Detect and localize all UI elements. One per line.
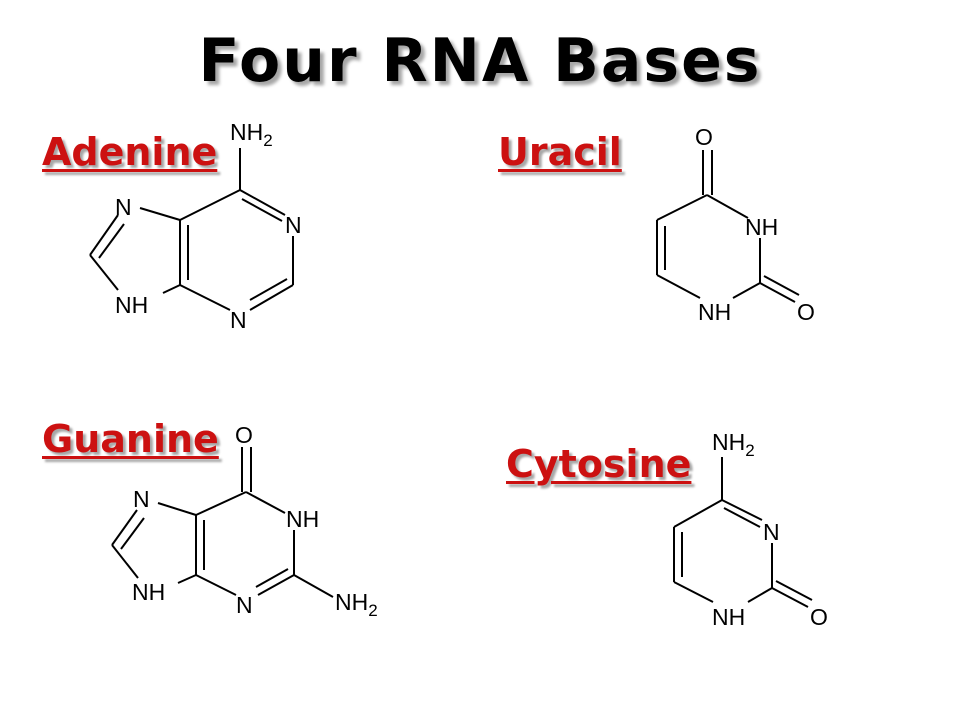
adenine-n7-atom: N	[115, 194, 132, 220]
uracil-o2-atom: O	[797, 299, 815, 325]
guanine-bond-c6-n1	[245, 491, 286, 514]
uracil-structure: O NH NH O	[656, 124, 815, 325]
guanine-n3-atom: N	[236, 592, 253, 618]
uracil-bond-c4-n3	[706, 194, 749, 219]
guanine-bond-c2-n3	[257, 574, 295, 596]
adenine-bond-c6-n1	[239, 189, 286, 216]
adenine-nh2-atom: NH2	[230, 119, 273, 150]
guanine-structure: O NH N NH N NH2	[111, 422, 378, 620]
uracil-bond-c2-o-double	[763, 275, 800, 296]
cytosine-label: Cytosine	[506, 442, 692, 486]
guanine-bond-c5-n7	[157, 502, 197, 516]
cytosine-bond-c2-o	[771, 587, 809, 608]
uracil-nh3-atom: NH	[745, 214, 778, 240]
adenine-label: Adenine	[42, 130, 218, 174]
guanine-bond-c2-n3-double	[255, 568, 289, 588]
cytosine-nh2-atom: NH2	[712, 429, 755, 460]
guanine-nh2-atom: NH2	[335, 589, 378, 620]
uracil-o4-atom: O	[695, 124, 713, 150]
guanine-label: Guanine	[42, 417, 219, 461]
cytosine-structure: NH2 N NH O	[673, 429, 828, 630]
guanine-n7-atom: N	[133, 486, 150, 512]
cytosine-bond-c4-n3	[721, 499, 763, 521]
cytosine-bond-c4-n3-double	[723, 507, 761, 528]
adenine-bond-c2-n3	[249, 284, 294, 311]
adenine-n3-atom: N	[230, 307, 247, 333]
adenine-bond-c2-n3-double	[249, 278, 288, 301]
guanine-o6-atom: O	[235, 422, 253, 448]
adenine-bond-n7-c8	[89, 214, 119, 256]
uracil-bond-c2-n1	[732, 282, 761, 299]
guanine-bond-n9-c4	[177, 574, 197, 584]
guanine-nh9-atom: NH	[132, 579, 165, 605]
uracil-bond-n1-c6	[656, 274, 701, 299]
guanine-bond-n7-c8-double	[120, 517, 145, 550]
guanine-bond-n7-c8	[111, 509, 138, 546]
cytosine-o2-atom: O	[810, 604, 828, 630]
adenine-bond-c8-n9	[89, 254, 119, 291]
adenine-bond-c6-n1-double	[241, 198, 283, 222]
adenine-n1-atom: N	[285, 212, 302, 238]
guanine-bond-c8-n9	[111, 544, 139, 579]
page-title: Four RNA Bases	[198, 26, 762, 96]
guanine-bond-c5-c6	[195, 491, 247, 516]
adenine-nh9-atom: NH	[115, 292, 148, 318]
guanine-bond-c2-nh2	[293, 574, 334, 598]
adenine-bond-n9-c4	[162, 284, 181, 294]
adenine-bond-n7-c8-double	[98, 223, 125, 259]
cytosine-bond-c2-n1	[747, 587, 773, 603]
uracil-bond-c2-o	[759, 282, 796, 303]
cytosine-nh1-atom: NH	[712, 604, 745, 630]
uracil-nh1-atom: NH	[698, 299, 731, 325]
uracil-label: Uracil	[498, 130, 622, 174]
uracil-bond-c5-c4	[656, 194, 708, 221]
adenine-structure: NH2 N N N NH	[89, 119, 302, 333]
guanine-bond-n3-c4	[195, 574, 237, 596]
cytosine-bond-n1-c6	[673, 581, 714, 603]
adenine-bond-c5-n7	[139, 207, 181, 221]
guanine-nh1-atom: NH	[286, 506, 319, 532]
cytosine-bond-c5-c4	[673, 499, 723, 528]
adenine-bond-c5-c6	[179, 189, 241, 221]
cytosine-n3-atom: N	[763, 519, 780, 545]
adenine-bond-n3-c4	[179, 284, 231, 311]
cytosine-bond-c2-o-double	[775, 580, 813, 601]
